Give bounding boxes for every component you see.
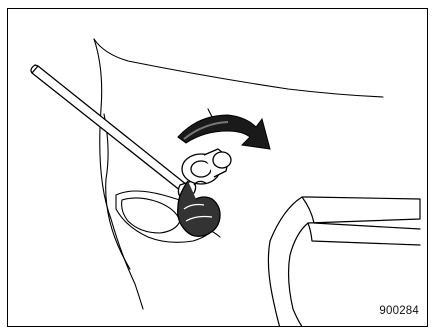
rotation-arrow-icon: [178, 115, 270, 149]
figure-id-label: 900284: [379, 305, 419, 317]
bumper-outline: [94, 39, 383, 309]
towing-hook-installation-illustration: [8, 9, 428, 327]
tow-hook-icon: [178, 149, 231, 236]
illustration-frame: 900284: [7, 8, 428, 327]
lug-wrench-icon: [31, 65, 196, 199]
